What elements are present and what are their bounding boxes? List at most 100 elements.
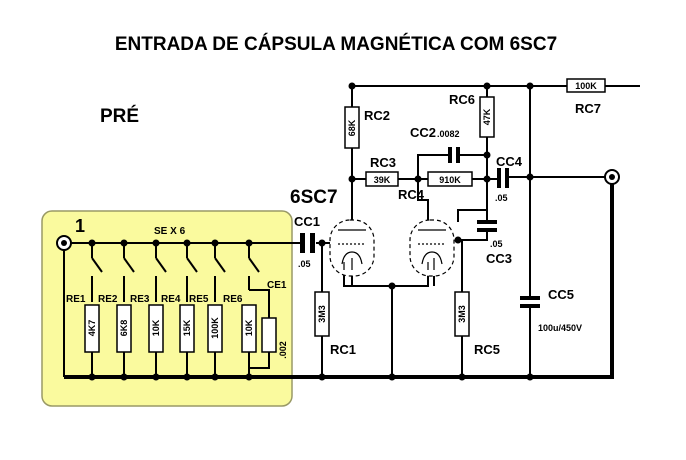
selector-resistor-4-value: 15K — [182, 319, 192, 336]
ground-junction-2 — [120, 373, 128, 381]
pre-label: PRÉ — [100, 105, 139, 127]
cc3-wire-2 — [458, 232, 488, 241]
selector-resistor-4 — [179, 304, 195, 353]
rc5-value: 3M3 — [457, 305, 467, 323]
cc5-value: 100u/450V — [538, 323, 582, 333]
rc5-label: RC5 — [474, 342, 500, 357]
ce1-bottom-wire — [249, 352, 270, 369]
output-terminal — [604, 169, 620, 185]
cc5-label: CC5 — [548, 287, 574, 302]
rc7-label: RC7 — [575, 101, 601, 116]
cc1-capacitor-plate-2 — [310, 233, 315, 253]
tube-label: 6SC7 — [290, 187, 338, 208]
diagram-title: ENTRADA DE CÁPSULA MAGNÉTICA COM 6SC7 — [115, 33, 557, 55]
rc4-value: 910K — [439, 175, 461, 185]
rc5-resistor — [454, 291, 470, 337]
tube-1 — [329, 219, 375, 277]
ce1-value: .002 — [278, 341, 288, 359]
rc2-label: RC2 — [364, 108, 390, 123]
selector-resistor-6-value: 10K — [244, 319, 254, 336]
switch-label: SE X 6 — [154, 226, 186, 237]
rc3-resistor — [365, 171, 399, 187]
input-node-number: 1 — [75, 216, 85, 236]
switch-1-blade — [91, 257, 103, 273]
cc1-label: CC1 — [294, 214, 320, 229]
cc3-wire — [458, 209, 488, 220]
junctions — [318, 82, 534, 381]
cc4-value: .05 — [495, 193, 508, 203]
selector-resistor-5 — [207, 304, 223, 353]
ground-junction-4 — [183, 373, 191, 381]
switch-3-blade — [155, 257, 167, 273]
selector-resistor-1-value: 4K7 — [87, 320, 97, 337]
switch-2-blade — [123, 257, 135, 273]
rc2-value: 68K — [347, 119, 357, 136]
ce1-top-wire — [249, 289, 270, 318]
input-selector-box — [41, 210, 293, 407]
ground-junction-5 — [211, 373, 219, 381]
bus-junction-4 — [183, 239, 191, 247]
selector-resistor-2-label: RE2 — [98, 294, 118, 305]
rc4-label: RC4 — [398, 187, 425, 202]
cc3-label: CC3 — [486, 251, 512, 266]
cc4-label: CC4 — [496, 154, 523, 169]
ce1-label: CE1 — [267, 280, 287, 291]
rc7-value: 100K — [575, 81, 597, 91]
rc6-label: RC6 — [449, 92, 475, 107]
rc4-resistor — [427, 171, 473, 187]
selector-resistor-6-label: RE6 — [223, 294, 243, 305]
rc3-label: RC3 — [370, 155, 396, 170]
input-terminal — [56, 235, 72, 251]
switch-4-blade — [186, 257, 198, 273]
cc2-capacitor-plate-2 — [456, 147, 460, 163]
cc3-capacitor-plate-2 — [477, 228, 497, 232]
selector-resistor-2-value: 6K8 — [119, 320, 129, 337]
bus-junction-5 — [211, 239, 219, 247]
selector-resistor-3-value: 10K — [151, 319, 161, 336]
selector-resistor-5-value: 100K — [210, 317, 220, 339]
ground-junction-1 — [88, 373, 96, 381]
cc5-capacitor-plate-1 — [520, 296, 540, 300]
cc1-capacitor-plate-1 — [300, 233, 305, 253]
ground-junction-3 — [152, 373, 160, 381]
cc4-capacitor-plate-2 — [505, 168, 509, 188]
cc2-label: CC2 — [410, 125, 436, 140]
tube-2 — [409, 219, 455, 277]
selector-resistor-3 — [148, 304, 164, 353]
cc3-capacitor-plate-1 — [477, 220, 497, 224]
bus-junction-6 — [245, 239, 253, 247]
cc2-capacitor-plate-1 — [448, 147, 452, 163]
selector-resistor-4-label: RE4 — [161, 294, 181, 305]
selector-resistor-3-label: RE3 — [130, 294, 150, 305]
cc5-capacitor-plate-2 — [520, 304, 540, 308]
bus-junction-2 — [120, 239, 128, 247]
rc3-value: 39K — [374, 175, 391, 185]
rc6-resistor — [479, 96, 495, 138]
rc1-value: 3M3 — [317, 305, 327, 323]
rc1-resistor — [314, 291, 330, 337]
cc3-value: .05 — [490, 239, 503, 249]
switch-6-blade — [248, 257, 260, 273]
rc2-resistor — [344, 106, 360, 149]
bus-junction-3 — [152, 239, 160, 247]
cc2-wire — [417, 154, 448, 179]
cc1-value: .05 — [298, 259, 311, 269]
cc4-capacitor-plate-1 — [497, 168, 501, 188]
selector-resistors: 4K7 RE1 6K8 RE2 10K RE3 15K RE4 100K RE5 10K RE6 — [66, 294, 257, 353]
selector-resistor-1 — [84, 304, 100, 353]
rc7-resistor — [566, 78, 606, 93]
selector-resistor-1-label: RE1 — [66, 294, 86, 305]
rc6-value: 47K — [482, 108, 492, 125]
ce1-capacitor — [261, 317, 277, 353]
selector-resistor-5-label: RE5 — [189, 294, 209, 305]
cc2-value: .0082 — [437, 129, 460, 139]
ground-junction-6 — [245, 373, 253, 381]
grid2-wire — [417, 179, 429, 222]
rc1-label: RC1 — [330, 342, 356, 357]
selector-resistor-2 — [116, 304, 132, 353]
selector-resistor-6 — [241, 304, 257, 353]
bus-junction-1 — [88, 239, 96, 247]
selector-wiring — [88, 239, 270, 381]
switch-5-blade — [214, 257, 226, 273]
